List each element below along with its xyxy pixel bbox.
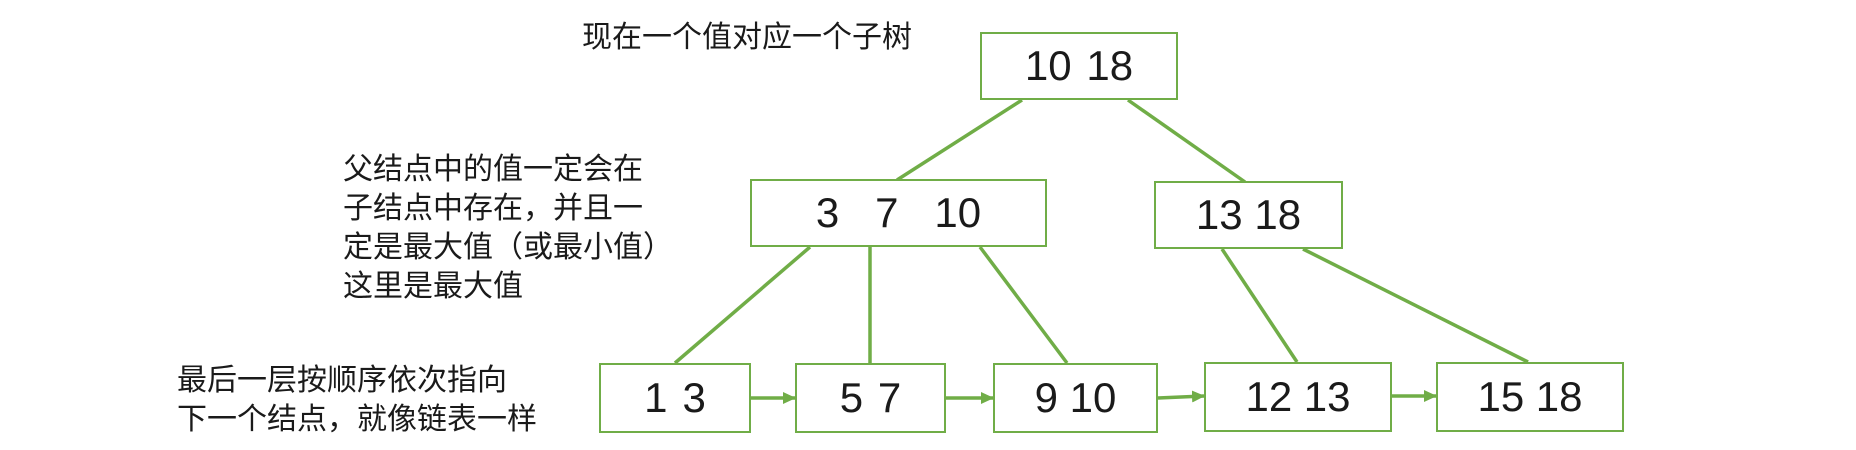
leaf-key: 9 [1034, 374, 1058, 421]
leaf-annotation: 最后一层按顺序依次指向 下一个结点，就像链表一样 [177, 361, 537, 439]
edge-internal-right-to-leaf-5 [1302, 247, 1529, 364]
leaf-node: 1 3 [599, 363, 751, 433]
leaf-node: 9 10 [993, 363, 1158, 433]
leaf-node: 15 18 [1436, 362, 1624, 432]
leaf-key: 1 [644, 374, 668, 421]
internal-key: 7 [875, 189, 899, 236]
internal-annotation: 父结点中的值一定会在 子结点中存在，并且一 定是最大值（或最小值） 这里是最大值 [343, 150, 673, 306]
edge-root-to-internal-right [1126, 98, 1247, 184]
annotation-line: 定是最大值（或最小值） [343, 230, 673, 265]
internal-key: 13 [1195, 191, 1243, 238]
root-annotation: 现在一个值对应一个子树 [582, 18, 912, 57]
internal-key: 18 [1254, 191, 1302, 238]
annotation-line: 子结点中存在，并且一 [343, 191, 643, 226]
edge-internal-left-to-leaf-3 [978, 245, 1069, 365]
root-key: 10 [1024, 42, 1072, 89]
root-node: 10 18 [980, 32, 1178, 100]
leaf-key: 12 [1245, 373, 1293, 420]
annotation-line: 父结点中的值一定会在 [343, 152, 643, 187]
leaf-key: 18 [1535, 373, 1583, 420]
leaf-key: 10 [1069, 374, 1117, 421]
annotation-line: 这里是最大值 [343, 269, 523, 304]
leaf-key: 15 [1477, 373, 1525, 420]
edge-internal-right-to-leaf-4 [1220, 248, 1299, 363]
leaf-key: 7 [877, 374, 902, 421]
annotation-line: 下一个结点，就像链表一样 [177, 402, 537, 437]
leaf-key: 13 [1303, 373, 1351, 420]
edge-root-to-internal-left [896, 98, 1023, 182]
annotation-line: 最后一层按顺序依次指向 [177, 363, 507, 398]
leaf-key: 3 [682, 374, 706, 421]
leaf-key: 5 [839, 374, 864, 421]
leaf-node: 5 7 [795, 363, 946, 433]
leaf-node: 12 13 [1204, 362, 1392, 432]
edge-internal-left-to-leaf-1 [673, 245, 812, 365]
root-key: 18 [1086, 42, 1134, 89]
leaf-link-arrow-3 [1157, 390, 1205, 403]
annotation-line: 现在一个值对应一个子树 [582, 20, 912, 55]
internal-node-right: 13 18 [1154, 181, 1343, 249]
internal-node-left: 3 7 10 [750, 179, 1047, 247]
internal-key: 10 [934, 189, 982, 236]
internal-key: 3 [815, 189, 840, 236]
